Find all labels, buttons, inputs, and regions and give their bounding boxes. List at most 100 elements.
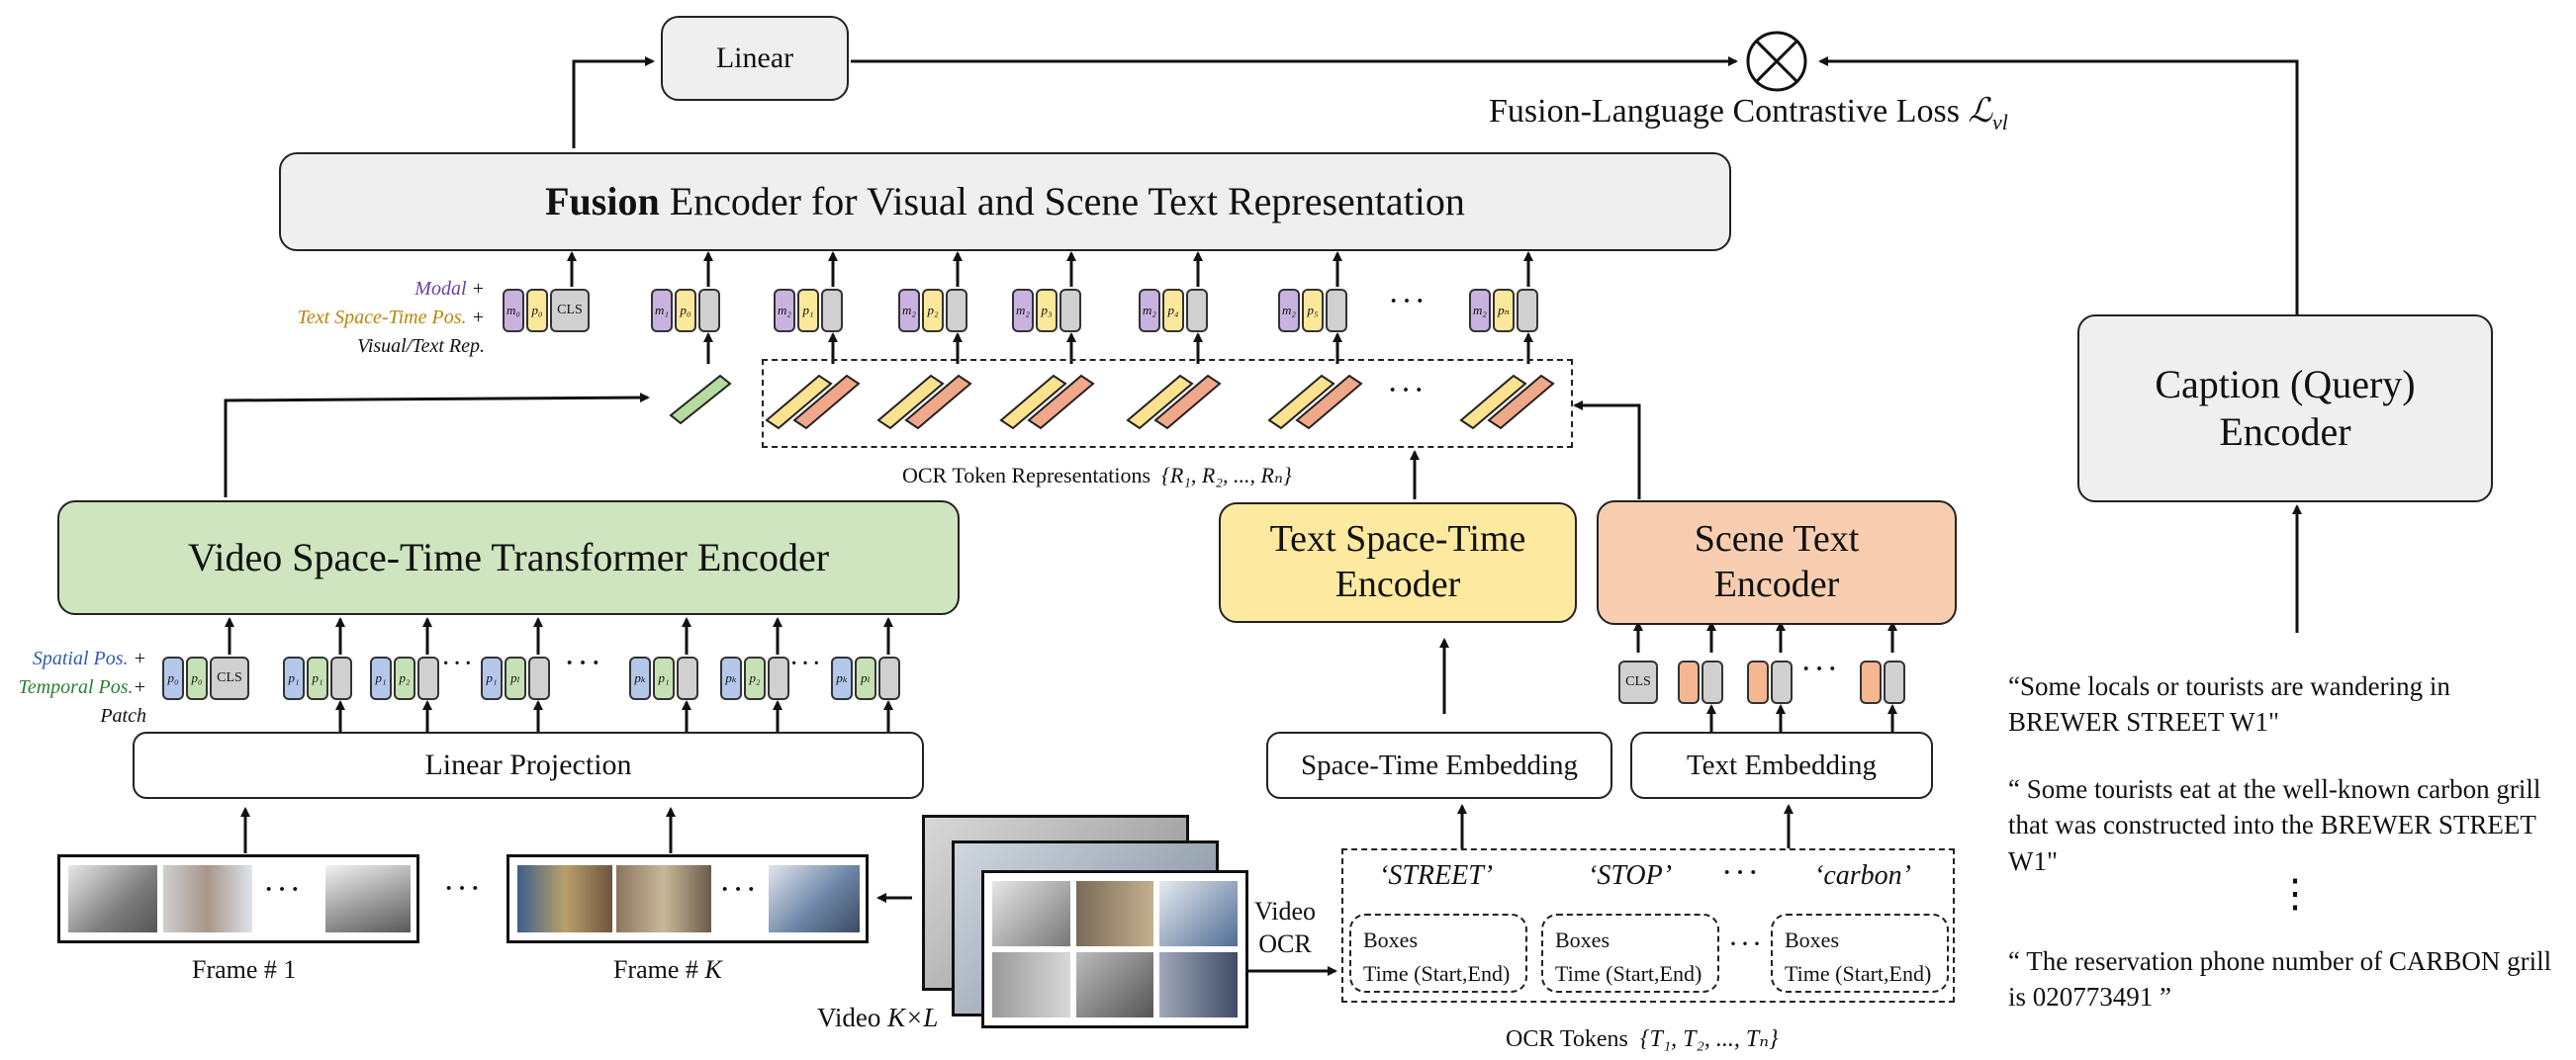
token-cls: CLS [550, 289, 590, 332]
video-stack-front [981, 870, 1248, 1028]
caption-text-3: “ The reservation phone number of CARBON… [2008, 946, 2552, 1013]
token-m2: m₂ [1278, 289, 1300, 332]
token-text-pos [1771, 661, 1793, 704]
fusion-bold: Fusion [545, 179, 660, 223]
token-m2: m₂ [898, 289, 920, 332]
frame-thumbnail [517, 865, 612, 932]
token-cls: CLS [1618, 661, 1658, 704]
frame-k-strip: ··· [506, 854, 869, 943]
token-p3: p₃ [1036, 289, 1058, 332]
token-patch [417, 657, 439, 700]
token-m2: m₂ [1012, 289, 1034, 332]
caption-encoder-box: Caption (Query) Encoder [2077, 314, 2493, 502]
token-p5: p₅ [1302, 289, 1324, 332]
token-pn: pₙ [1493, 289, 1515, 332]
token-pL: pₗ [855, 657, 876, 700]
token-rep [1059, 289, 1081, 332]
frame-k-label: Frame # K [613, 955, 722, 984]
frame-thumbnail [163, 865, 252, 932]
frame-1-label: Frame # 1 [192, 955, 297, 984]
token-p2: p₂ [922, 289, 944, 332]
scene-text-encoder-box: Scene Text Encoder [1597, 500, 1957, 625]
token-m2: m₂ [1139, 289, 1160, 332]
ocr-representations-label: OCR Token Representations {R₁, R₂, ..., … [902, 463, 1292, 487]
ellipsis: ··· [1721, 854, 1761, 891]
ellipsis: ··· [719, 871, 759, 908]
token-m0: m₀ [503, 289, 524, 332]
token-p0: p₀ [162, 657, 184, 700]
token-p1: p₁ [370, 657, 392, 700]
token-cls: CLS [210, 657, 249, 700]
token-rep [1517, 289, 1538, 332]
ellipsis: ··· [789, 649, 823, 679]
token-p1: p₁ [283, 657, 305, 700]
caption-text-2: “ Some tourists eat at the well-known ca… [2008, 774, 2541, 876]
vertical-ellipsis: ⋮ [2275, 871, 2315, 916]
frame-thumbnail [68, 865, 157, 932]
token-text [1747, 661, 1769, 704]
text-embedding-box: Text Embedding [1630, 732, 1933, 799]
token-rep [821, 289, 843, 332]
token-patch [768, 657, 789, 700]
ellipsis: ··· [443, 870, 483, 907]
token-p0: p₀ [675, 289, 696, 332]
ocr-word-street: ‘STREET’ [1379, 860, 1494, 891]
token-p2: p₂ [394, 657, 415, 700]
legend-bottom: Spatial Pos. + Temporal Pos.+ Patch [18, 648, 146, 727]
video-rep-token [669, 374, 732, 425]
ellipsis: ··· [1800, 651, 1840, 687]
video-ocr-label: Video OCR [1254, 897, 1316, 958]
token-m1: m₁ [651, 289, 673, 332]
ellipsis: ··· [564, 645, 603, 681]
text-space-time-encoder-box: Text Space-Time Encoder [1219, 502, 1577, 623]
token-pL: pₗ [505, 657, 526, 700]
token-p4: p₄ [1162, 289, 1184, 332]
space-time-embedding-box: Space-Time Embedding [1266, 732, 1612, 799]
token-p1: p₁ [481, 657, 503, 700]
token-text [1678, 661, 1700, 704]
ocr-rep-bars [765, 374, 1555, 430]
frame-thumbnail [325, 865, 411, 932]
ellipsis: ··· [263, 871, 303, 908]
token-rep [1186, 289, 1208, 332]
token-text-pos [1702, 661, 1723, 704]
ellipsis: ··· [1388, 283, 1427, 319]
ellipsis: ··· [1728, 928, 1764, 960]
ocr-tokens-box [1341, 848, 1955, 1003]
token-pK: pₖ [629, 657, 651, 700]
caption-text-1: “Some locals or tourists are wandering i… [2008, 671, 2450, 738]
token-p1: p₁ [307, 657, 328, 700]
ocr-word-stop: ‘STOP’ [1588, 860, 1673, 891]
token-text [1860, 661, 1882, 704]
token-patch [528, 657, 550, 700]
contrastive-loss-label: Fusion-Language Contrastive Loss ℒvl [1489, 93, 2008, 134]
linear-box: Linear [661, 16, 849, 101]
linear-projection-box: Linear Projection [133, 732, 924, 799]
frame-thumbnail [769, 865, 860, 932]
token-m2: m₂ [774, 289, 795, 332]
video-grid [992, 881, 1238, 1017]
frame-1-strip: ··· [57, 854, 419, 943]
ellipsis: ··· [441, 649, 475, 679]
fusion-encoder-box: Fusion Encoder for Visual and Scene Text… [279, 152, 1731, 251]
token-pK: pₖ [720, 657, 742, 700]
token-p2: p₂ [744, 657, 766, 700]
ellipsis: ··· [1387, 372, 1426, 408]
otimes-symbol [1746, 31, 1807, 92]
frame-thumbnail [616, 865, 711, 932]
token-m2: m₂ [1469, 289, 1491, 332]
ocr-representations-box [762, 359, 1573, 448]
token-p0: p₀ [186, 657, 208, 700]
token-patch [330, 657, 352, 700]
token-text-pos [1884, 661, 1905, 704]
video-label: Video K×L [817, 1003, 939, 1032]
ocr-tokens-label: OCR Tokens {T₁, T₂, ..., Tₙ} [1506, 1026, 1779, 1052]
token-rep [946, 289, 967, 332]
token-patch [677, 657, 698, 700]
legend-top: Modal + Text Space-Time Pos. + Visual/Te… [297, 278, 485, 357]
ocr-word-carbon: ‘carbon’ [1814, 860, 1911, 891]
token-patch [878, 657, 900, 700]
